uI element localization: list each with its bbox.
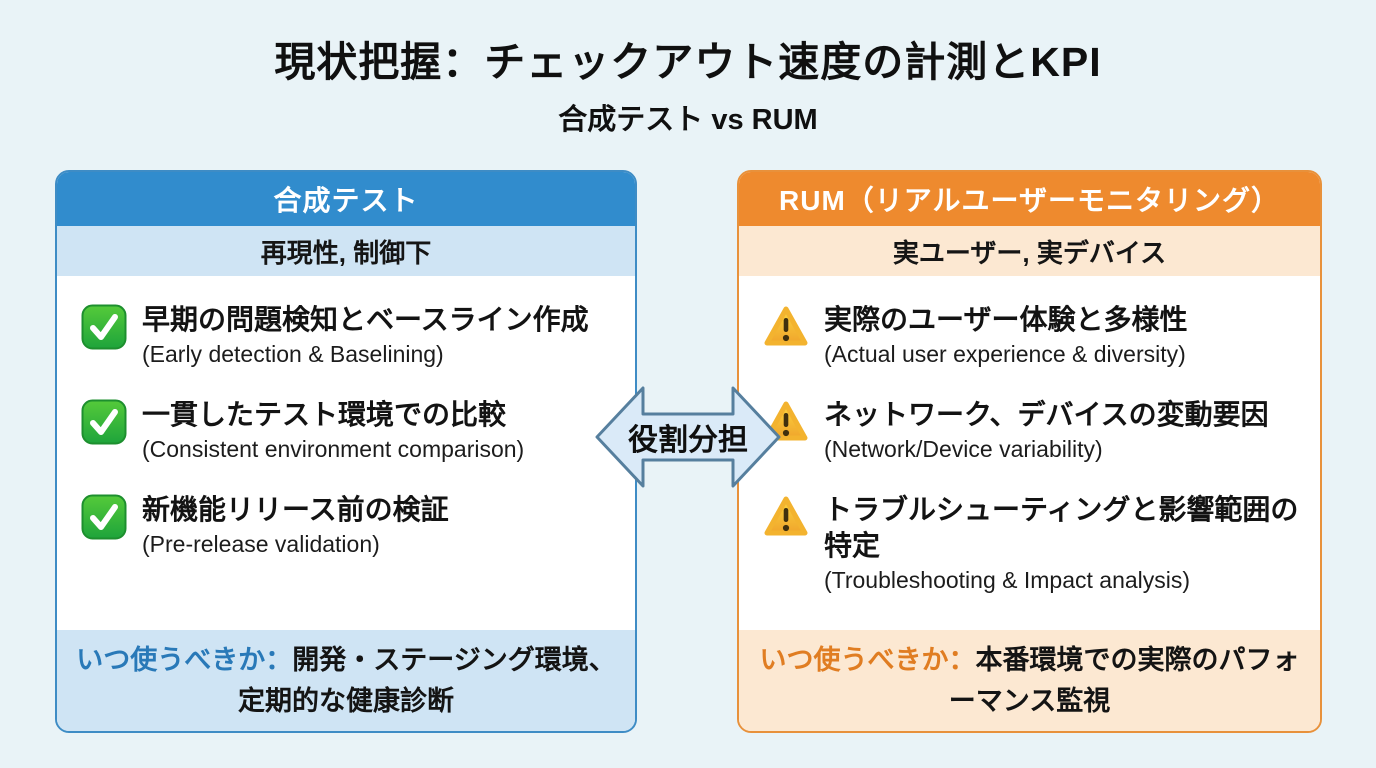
page-title: 現状把握：チェックアウト速度の計測とKPI xyxy=(274,39,1102,85)
rum-panel-footer: いつ使うべきか：本番環境での実際のパフォーマンス監視 xyxy=(739,630,1320,731)
synthetic-test-panel: 合成テスト 再現性, 制御下 早期の問題検知とベースライン作成 (Early d… xyxy=(55,170,637,733)
list-item: 早期の問題検知とベースライン作成 (Early detection & Base… xyxy=(81,302,619,370)
item-subtitle-en: (Troubleshooting & Impact analysis) xyxy=(824,566,1191,593)
list-item: 一貫したテスト環境での比較 (Consistent environment co… xyxy=(81,397,619,465)
item-title-jp: 新機能リリース前の検証 xyxy=(142,494,449,526)
warning-triangle-icon xyxy=(763,399,809,443)
item-title-jp: 実際のユーザー体験と多様性 xyxy=(824,304,1188,335)
page-subtitle: 合成テスト vs RUM xyxy=(558,104,818,136)
synthetic-panel-body: 早期の問題検知とベースライン作成 (Early detection & Base… xyxy=(57,276,635,630)
warning-triangle-icon xyxy=(763,494,809,538)
role-division-label: 役割分担 xyxy=(628,424,748,457)
synthetic-panel-tagline: 再現性, 制御下 xyxy=(57,226,635,276)
item-title-jp: ネットワーク、デバイスの変動要因 xyxy=(824,399,1269,431)
synthetic-panel-title: 合成テスト xyxy=(273,185,419,216)
rum-panel: RUM（リアルユーザーモニタリング） 実ユーザー, 実デバイス 実際のユーザー体… xyxy=(737,170,1322,733)
synthetic-panel-header: 合成テスト xyxy=(57,172,635,226)
rum-panel-body: 実際のユーザー体験と多様性 (Actual user experience & … xyxy=(739,276,1320,630)
item-subtitle-en: (Pre-release validation) xyxy=(142,530,380,557)
item-title-jp: トラブルシューティングと影響範囲の特定 xyxy=(824,494,1299,561)
synthetic-panel-footer: いつ使うべきか：開発・ステージング環境、定期的な健康診断 xyxy=(57,630,635,731)
rum-panel-tagline: 実ユーザー, 実デバイス xyxy=(739,226,1320,276)
list-item: 新機能リリース前の検証 (Pre-release validation) xyxy=(81,492,619,560)
role-division-arrow: 役割分担 xyxy=(594,380,782,494)
check-square-icon xyxy=(81,399,127,445)
double-arrow-icon xyxy=(595,386,781,488)
item-subtitle-en: (Actual user experience & diversity) xyxy=(824,340,1186,367)
list-item: トラブルシューティングと影響範囲の特定 (Troubleshooting & I… xyxy=(763,492,1304,596)
list-item: ネットワーク、デバイスの変動要因 (Network/Device variabi… xyxy=(763,397,1304,465)
check-square-icon xyxy=(81,494,127,540)
when-to-use-text: 開発・ステージング環境、定期的な健康診断 xyxy=(238,645,616,716)
check-square-icon xyxy=(81,304,127,350)
when-to-use-label: いつ使うべきか： xyxy=(76,645,293,675)
item-title-jp: 早期の問題検知とベースライン作成 xyxy=(142,304,589,335)
list-item: 実際のユーザー体験と多様性 (Actual user experience & … xyxy=(763,302,1304,370)
item-subtitle-en: (Network/Device variability) xyxy=(824,435,1103,462)
when-to-use-label: いつ使うべきか： xyxy=(759,645,976,675)
when-to-use-text: 本番環境での実際のパフォーマンス監視 xyxy=(948,645,1300,716)
item-subtitle-en: (Early detection & Baselining) xyxy=(142,340,444,367)
rum-panel-title: RUM（リアルユーザーモニタリング） xyxy=(779,185,1280,216)
item-title-jp: 一貫したテスト環境での比較 xyxy=(142,399,507,431)
warning-triangle-icon xyxy=(763,304,809,348)
rum-panel-header: RUM（リアルユーザーモニタリング） xyxy=(739,172,1320,226)
item-subtitle-en: (Consistent environment comparison) xyxy=(142,435,525,462)
